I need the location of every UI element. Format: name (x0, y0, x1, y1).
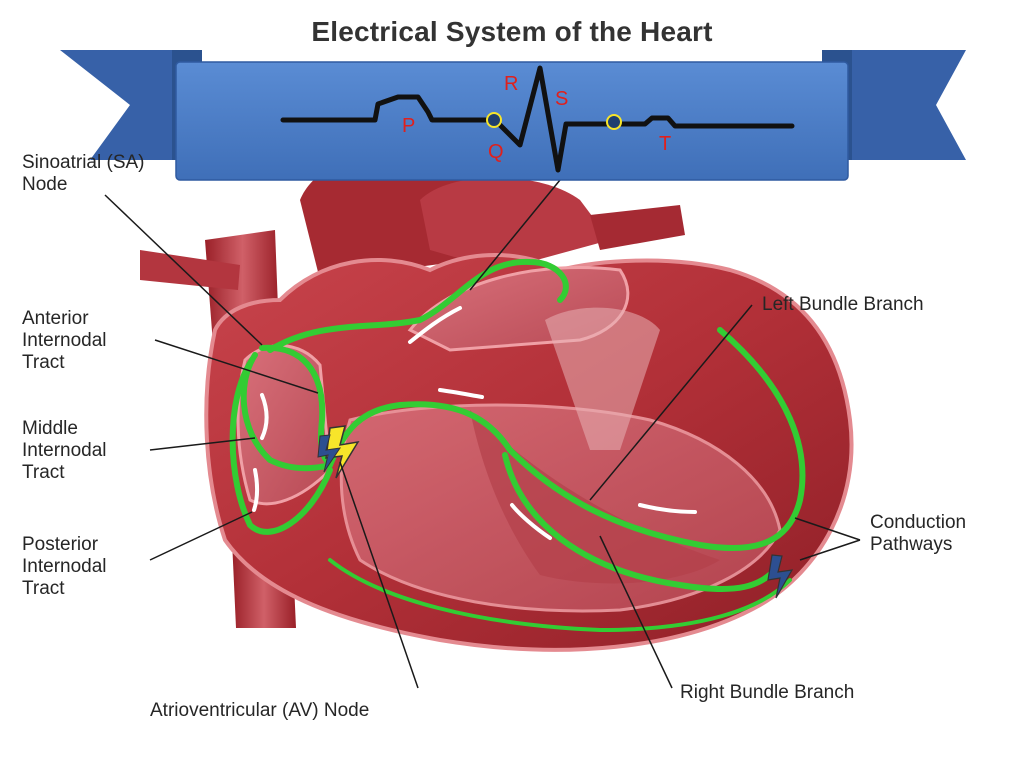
flow-arrow-2 (252, 468, 260, 512)
wave-r: R (504, 73, 518, 95)
flow-arrow-6 (638, 503, 697, 514)
banner-right-tail (826, 50, 966, 160)
middle-leader (149, 437, 256, 451)
wave-q: Q (488, 141, 504, 163)
lightning-bolt-small-icon (767, 554, 794, 599)
banner-left-tail (60, 50, 200, 160)
wave-p: P (402, 115, 415, 137)
flow-arrow-5 (510, 503, 552, 540)
left-bundle-leader (589, 304, 753, 501)
ecg-marker-st (606, 114, 622, 130)
diagram-title: Electrical System of the Heart (311, 16, 713, 47)
wave-s: S (555, 88, 568, 110)
anterior-leader (154, 339, 319, 394)
flow-arrow-3 (408, 306, 462, 344)
upper-vessel-right (590, 205, 685, 250)
left-bundle-path (507, 327, 806, 551)
av-node-leader (339, 461, 419, 689)
wave-t: T (659, 133, 671, 155)
label-anterior-internodal: Anterior Internodal Tract (22, 308, 107, 373)
label-posterior-internodal: Posterior Internodal Tract (22, 534, 107, 599)
septum (470, 410, 720, 584)
flow-arrows (252, 306, 697, 540)
posterior-internodal-path (229, 357, 333, 535)
purkinje-lower (328, 558, 792, 633)
sa-node-leader (104, 194, 263, 346)
heart-illustration (140, 148, 854, 652)
label-middle-internodal: Middle Internodal Tract (22, 418, 107, 483)
conduction-leader-2 (799, 539, 861, 561)
right-atrium-chamber (236, 344, 332, 506)
ecg-banner (60, 50, 966, 181)
flow-arrow-4 (438, 388, 484, 399)
ecg-marker-pr (486, 112, 502, 128)
mitral-valve (545, 307, 660, 450)
flow-arrow-1 (260, 393, 269, 440)
posterior-leader (149, 511, 253, 561)
ecg-trace (280, 65, 795, 173)
leader-lines (104, 179, 861, 689)
right-bundle-path (502, 452, 778, 593)
bachmann-leader (469, 179, 561, 291)
lightning-bolt-icon (317, 425, 360, 479)
label-right-bundle: Right Bundle Branch (680, 682, 855, 703)
right-bundle-leader (599, 535, 673, 689)
upper-vessel-left (140, 250, 240, 290)
conduction-pathways (229, 258, 806, 633)
pulmonary-vessel (420, 177, 610, 270)
bachmann-bundle (267, 258, 569, 353)
label-av-node: Atrioventricular (AV) Node (150, 700, 370, 721)
banner-center (175, 61, 849, 181)
label-left-bundle: Left Bundle Branch (762, 294, 924, 315)
aorta-vessel (300, 148, 470, 280)
his-bundle (327, 401, 513, 468)
conduction-leader-1 (794, 517, 861, 541)
label-conduction-pathways: Conduction Pathways (870, 512, 967, 555)
label-sa-node: Sinoatrial (SA) Node (22, 152, 145, 195)
ecg-wave-letters: P Q R S T (402, 73, 671, 163)
